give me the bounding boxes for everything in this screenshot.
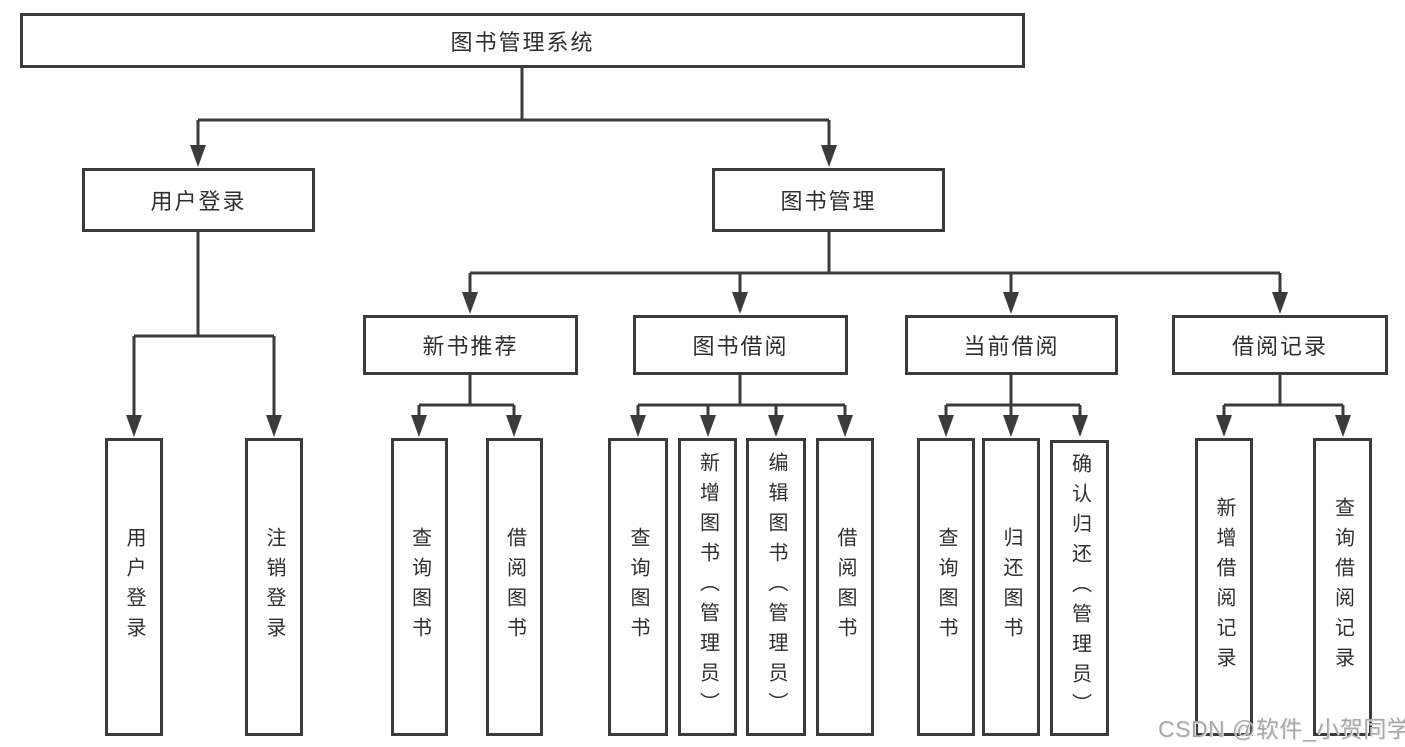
leaf-edit-books-admin: 编辑图书（管理员）: [746, 438, 806, 736]
node-root-library-management-system: 图书管理系统: [20, 13, 1025, 68]
node-new-book-recommendation: 新书推荐: [363, 315, 578, 375]
leaf-add-borrow-record: 新增借阅记录: [1195, 438, 1253, 736]
csdn-watermark: CSDN @软件_小贺同学: [1158, 716, 1405, 742]
leaf-borrow-books: 借阅图书: [816, 438, 874, 736]
leaf-return-books: 归还图书: [982, 438, 1040, 736]
leaf-add-books-admin: 新增图书（管理员）: [678, 438, 737, 736]
node-current-borrowing: 当前借阅: [905, 315, 1118, 375]
leaf-query-borrow-record: 查询借阅记录: [1313, 438, 1372, 736]
leaf-logout: 注销登录: [245, 438, 303, 736]
leaf-query-books-recommend: 查询图书: [391, 438, 448, 736]
node-user-login: 用户登录: [82, 168, 315, 232]
leaf-query-books-borrow: 查询图书: [608, 438, 668, 736]
node-book-management: 图书管理: [712, 168, 945, 232]
node-borrowing-records: 借阅记录: [1172, 315, 1388, 375]
leaf-borrow-books-recommend: 借阅图书: [486, 438, 543, 736]
leaf-confirm-return-admin: 确认归还（管理员）: [1050, 440, 1109, 736]
node-book-borrowing: 图书借阅: [633, 315, 848, 375]
leaf-query-books-current: 查询图书: [917, 438, 975, 736]
leaf-user-login: 用户登录: [105, 438, 163, 736]
